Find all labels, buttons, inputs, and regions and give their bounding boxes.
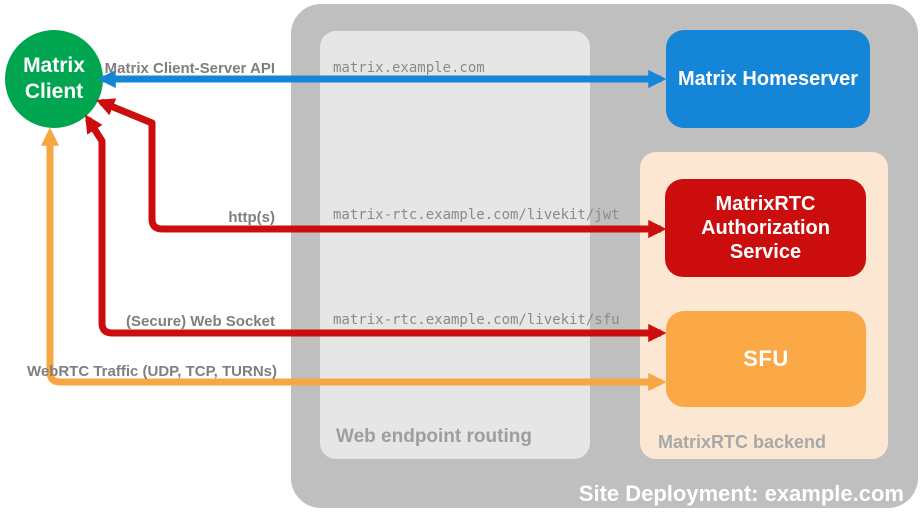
- site-deployment-label: Site Deployment: example.com: [578, 481, 904, 506]
- sfu-label: SFU: [743, 345, 789, 371]
- label-client-server-api: Matrix Client-Server API: [104, 60, 275, 77]
- backend-section-label: MatrixRTC backend: [658, 432, 827, 452]
- auth-service-label: MatrixRTC Authorization Service: [701, 193, 830, 263]
- label-https: http(s): [228, 209, 275, 226]
- matrix-homeserver-label: Matrix Homeserver: [677, 68, 859, 90]
- label-webrtc: WebRTC Traffic (UDP, TCP, TURNs): [26, 363, 277, 380]
- endpoint-url-jwt: matrix-rtc.example.com/livekit/jwt: [333, 207, 620, 223]
- matrix-client-node: Matrix Client: [5, 30, 103, 128]
- web-endpoint-routing-box: [320, 31, 590, 459]
- sfu-node: SFU: [666, 311, 866, 407]
- routing-section-label: Web endpoint routing: [336, 426, 532, 447]
- endpoint-url-homeserver: matrix.example.com: [333, 60, 485, 76]
- endpoint-url-sfu: matrix-rtc.example.com/livekit/sfu: [333, 312, 620, 328]
- auth-service-node: MatrixRTC Authorization Service: [665, 179, 866, 277]
- label-websocket: (Secure) Web Socket: [126, 313, 275, 330]
- matrix-client-label: Matrix Client: [23, 53, 85, 103]
- matrix-homeserver-node: Matrix Homeserver: [666, 30, 870, 128]
